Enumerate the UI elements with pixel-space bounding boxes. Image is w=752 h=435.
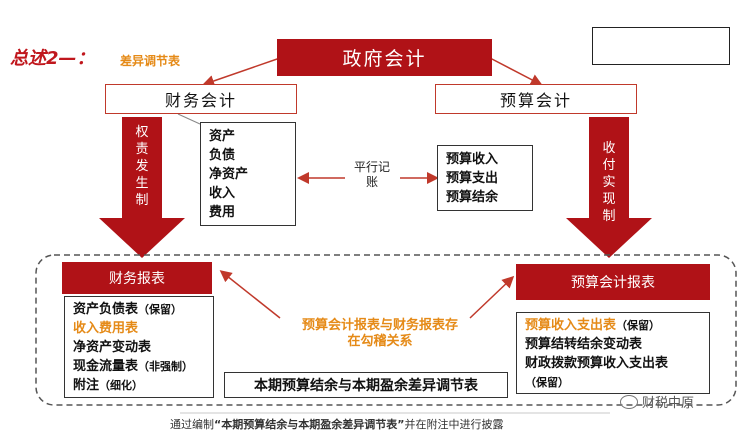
financial-element-item: 费用: [209, 205, 236, 220]
budget-element-item: 预算支出: [446, 171, 499, 186]
wechat-icon: [620, 394, 638, 409]
gov-accounting-node: 政府会计: [277, 39, 492, 76]
budget-reports-header: 预算会计报表: [516, 264, 710, 300]
cash-basis-label: 收付实现制: [602, 141, 616, 224]
budget-report-item: 财政拨款预算收入支出表: [525, 356, 669, 371]
financial-report-item-highlighted: 收入费用表: [73, 321, 139, 336]
footer-suffix: 并在附注中进行披露: [404, 418, 504, 431]
financial-reports-list: 资产负债表（保留） 收入费用表 净资产变动表 现金流量表（非强制） 附注（细化）: [64, 296, 214, 398]
watermark: 财税中原: [620, 392, 694, 411]
budget-report-item-highlighted: 预算收入支出表（保留）: [525, 318, 661, 333]
gov-to-financial-connector: [202, 57, 281, 87]
footer-quote: “本期预算结余与本期盈余差异调节表”: [214, 418, 405, 431]
reports-dashed-container: [35, 254, 737, 406]
slide-heading: 总述2—：: [10, 48, 95, 69]
financial-accounting-node: 财务会计: [105, 84, 297, 114]
financial-element-item: 收入: [209, 186, 236, 201]
financial-elements-list: 资产 负债 净资产 收入 费用: [200, 122, 296, 226]
financial-elements-link: [177, 113, 201, 125]
financial-element-item: 净资产: [209, 167, 249, 182]
financial-report-item: 附注（细化）: [73, 378, 144, 393]
financial-report-item: 资产负债表（保留）: [73, 302, 183, 317]
accrual-basis-label: 权责发生制: [135, 125, 149, 208]
cash-down-arrow: [566, 117, 652, 258]
financial-reports-header: 财务报表: [62, 262, 212, 294]
financial-report-item: 现金流量表（非强制）: [73, 359, 194, 374]
financial-element-item: 资产: [209, 129, 236, 144]
accrual-down-arrow: [99, 117, 185, 258]
footer-caption: 通过编制“本期预算结余与本期盈余差异调节表”并在附注中进行披露: [170, 416, 630, 432]
budget-element-item: 预算收入: [446, 152, 499, 167]
footer-prefix: 通过编制: [170, 418, 214, 431]
linkage-right-arrow: [469, 275, 515, 319]
budget-reports-list: 预算收入支出表（保留） 预算结转结余变动表 财政拨款预算收入支出表 （保留）: [516, 312, 710, 394]
budget-report-item: 预算结转结余变动表: [525, 337, 643, 352]
budget-element-item: 预算结余: [446, 190, 499, 205]
linkage-note: 预算会计报表与财务报表存在勾稽关系: [301, 318, 458, 349]
linkage-left-arrow: [219, 270, 281, 319]
financial-report-item: 净资产变动表: [73, 340, 152, 355]
budget-accounting-node: 预算会计: [435, 84, 637, 114]
slide-subheading: 差异调节表: [120, 54, 181, 68]
gov-to-budget-connector: [489, 57, 543, 86]
reconciliation-statement: 本期预算结余与本期盈余差异调节表: [224, 372, 508, 398]
watermark-text: 财税中原: [642, 396, 695, 411]
financial-element-item: 负债: [209, 148, 236, 163]
placeholder-box: [592, 27, 730, 65]
parallel-bookkeeping-label: 平行记账: [353, 160, 390, 189]
budget-report-item-note: （保留）: [525, 376, 569, 389]
budget-elements-list: 预算收入 预算支出 预算结余: [437, 145, 533, 211]
